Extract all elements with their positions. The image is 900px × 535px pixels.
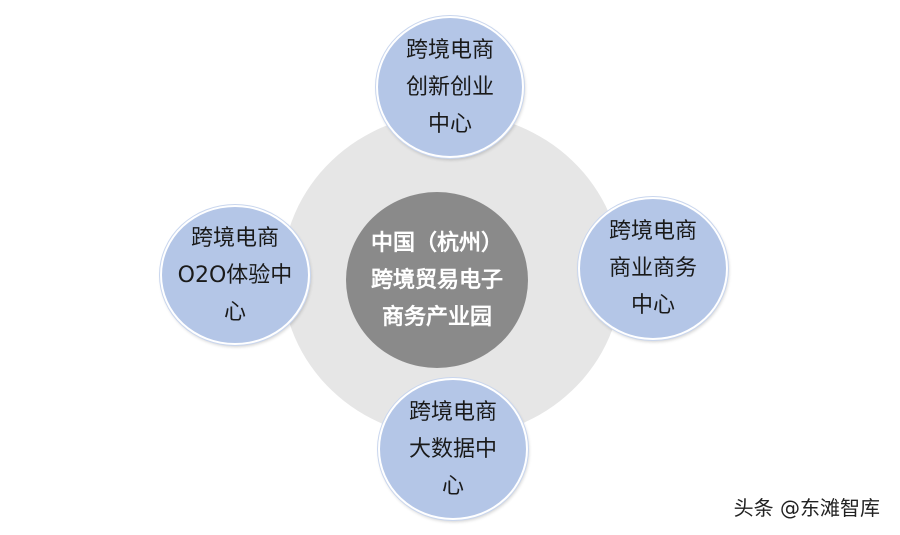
bottom-label-line-1: 跨境电商 xyxy=(408,399,497,425)
left-label-line-2: O2O体验中 xyxy=(177,262,293,288)
right-label-line-1: 跨境电商 xyxy=(608,219,697,244)
satellite-node-o2o-center: 跨境电商 O2O体验中 心 xyxy=(160,205,310,345)
left-label-line-1: 跨境电商 xyxy=(190,225,279,251)
satellite-node-bigdata-center: 跨境电商 大数据中 心 xyxy=(378,378,528,520)
bottom-label-line-3: 心 xyxy=(441,473,464,499)
left-label-line-3: 心 xyxy=(223,299,246,325)
center-label-line-3: 商务产业园 xyxy=(381,304,492,330)
right-label-line-2: 商业商务 xyxy=(608,256,697,281)
bottom-label-line-2: 大数据中 xyxy=(408,436,497,462)
satellite-node-innovation-center: 跨境电商 创新创业 中心 xyxy=(376,16,524,158)
top-label-line-3: 中心 xyxy=(427,111,472,137)
center-label-line-2: 跨境贸易电子 xyxy=(370,267,503,293)
top-label-line-2: 创新创业 xyxy=(405,74,494,100)
right-label-line-3: 中心 xyxy=(630,293,675,318)
watermark-text: 头条 @东滩智库 xyxy=(733,496,880,520)
satellite-node-business-center: 跨境电商 商业商务 中心 xyxy=(578,197,728,340)
top-label-line-1: 跨境电商 xyxy=(405,37,494,63)
center-node-industrial-park: 中国（杭州） 跨境贸易电子 商务产业园 xyxy=(346,192,528,368)
center-label-line-1: 中国（杭州） xyxy=(370,230,503,256)
